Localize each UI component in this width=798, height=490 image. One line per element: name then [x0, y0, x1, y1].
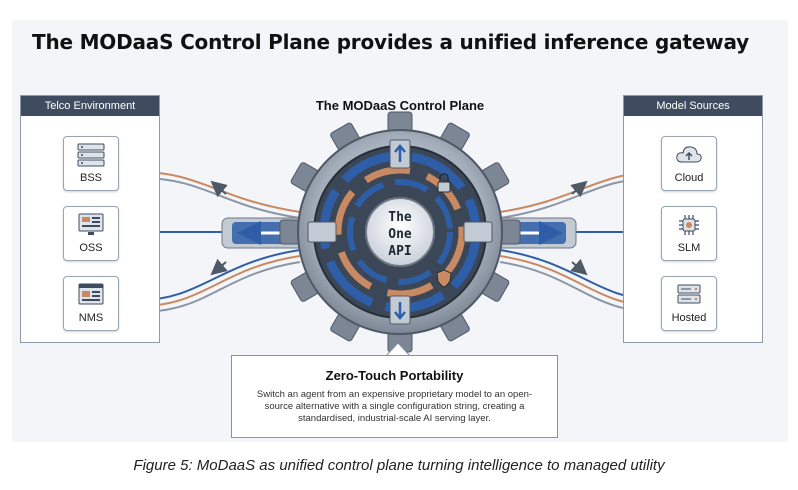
server-rack-icon: [77, 143, 105, 167]
bss-node: BSS: [63, 136, 119, 191]
callout-body: Switch an agent from an expensive propri…: [256, 389, 533, 424]
shield-icon: [436, 269, 452, 288]
page-title: The MODaaS Control Plane provides a unif…: [32, 30, 749, 54]
hub-line-3: API: [388, 244, 412, 259]
cloud-label: Cloud: [674, 172, 704, 184]
chip-icon: [679, 215, 699, 235]
figure-caption: Figure 5: MoDaaS as unified control plan…: [133, 457, 665, 474]
oss-node: OSS: [63, 206, 119, 261]
hosted-label: Hosted: [671, 312, 707, 324]
hub-line-1: The: [388, 210, 412, 225]
oss-label: OSS: [79, 242, 103, 254]
hub-line-2: One: [388, 227, 412, 242]
nms-node: NMS: [63, 276, 119, 331]
monitor-dashboard-icon: [78, 213, 104, 235]
hosted-node: Hosted: [661, 276, 717, 331]
bss-label: BSS: [79, 172, 102, 184]
lock-icon: [437, 173, 451, 193]
hub-label: The One API: [368, 209, 432, 260]
telco-environment-heading: Telco Environment: [21, 96, 159, 116]
zero-touch-callout: Zero-Touch Portability Switch an agent f…: [231, 355, 558, 438]
control-plane-title: The MODaaS Control Plane: [315, 98, 485, 113]
slm-node: SLM: [661, 206, 717, 261]
gear: [279, 111, 521, 353]
slm-label: SLM: [677, 242, 701, 254]
cloud-upload-icon: [676, 146, 702, 163]
model-sources-heading: Model Sources: [624, 96, 762, 116]
telco-environment-panel: Telco Environment BSS OSS NMS: [20, 95, 160, 343]
model-sources-panel: Model Sources Cloud SLM Hosted: [623, 95, 763, 343]
cloud-node: Cloud: [661, 136, 717, 191]
callout-title: Zero-Touch Portability: [325, 368, 464, 383]
browser-window-icon: [78, 283, 104, 305]
callout-pointer: [385, 342, 411, 356]
server-icon: [677, 284, 701, 304]
nms-label: NMS: [78, 312, 104, 324]
